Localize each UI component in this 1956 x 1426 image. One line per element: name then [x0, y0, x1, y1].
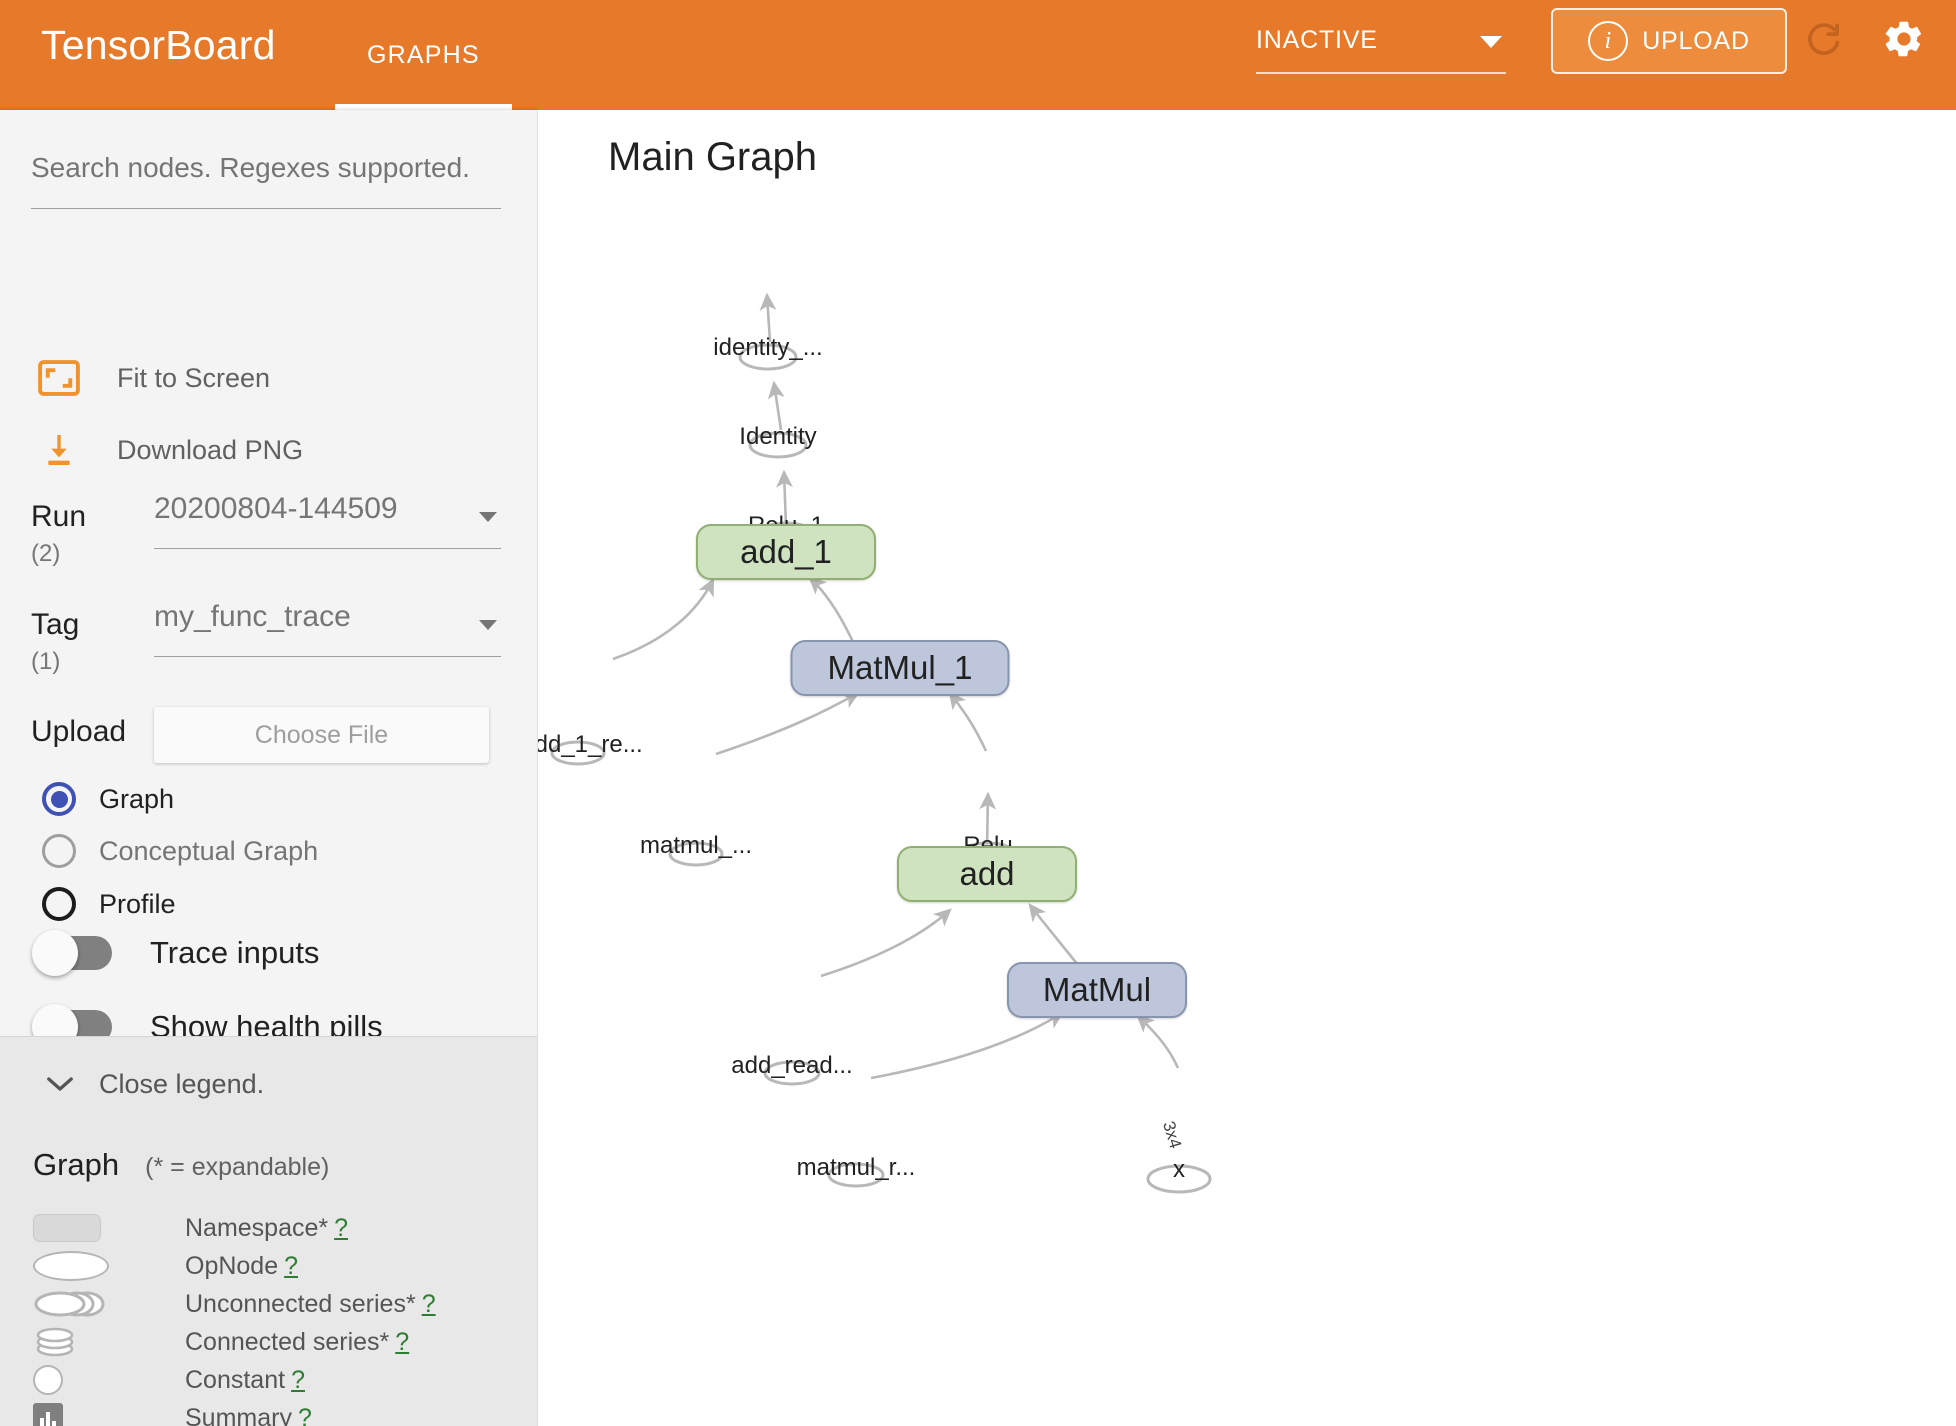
node-label-add-read: add_read...: [731, 1052, 853, 1079]
legend-heading: Graph (* = expandable): [33, 1147, 329, 1183]
search-input[interactable]: [31, 152, 501, 184]
run-value: 20200804-144509: [154, 492, 398, 525]
legend-item-connected-series: Connected series*?: [33, 1323, 513, 1361]
radio-unselected-icon: [42, 834, 76, 868]
node-add[interactable]: add: [897, 846, 1077, 902]
help-link-constant[interactable]: ?: [291, 1365, 305, 1394]
node-label-identity-out: identity_...: [713, 334, 823, 361]
fit-to-screen-icon: [31, 350, 87, 406]
upload-button-label: UPLOAD: [1642, 26, 1750, 55]
nav-tabs: GRAPHS: [335, 0, 512, 110]
download-png-label: Download PNG: [117, 434, 304, 465]
sidebar: Fit to Screen Download PNG Run (2) 20200…: [0, 110, 538, 1426]
tag-dropdown[interactable]: my_func_trace: [154, 600, 501, 657]
legend-item-namespace: Namespace*?: [33, 1209, 513, 1247]
node-label-matmul-r: matmul_r...: [796, 1154, 916, 1181]
legend-item-unconnected-series: Unconnected series*?: [33, 1285, 513, 1323]
graph-edges: [550, 292, 1212, 1194]
chevron-down-icon: [479, 512, 497, 522]
node-label-identity: Identity: [739, 423, 817, 450]
radio-unselected-icon: [42, 887, 76, 921]
legend-label-opnode: OpNode: [185, 1251, 279, 1280]
run-state-value: INACTIVE: [1256, 26, 1378, 54]
app-brand: TensorBoard: [41, 22, 276, 68]
choose-file-label: Choose File: [254, 720, 389, 749]
legend-note: (* = expandable): [145, 1153, 330, 1181]
tag-count: (1): [31, 648, 61, 675]
upload-label: Upload: [31, 715, 127, 748]
run-dropdown[interactable]: 20200804-144509: [154, 492, 501, 549]
node-matmul[interactable]: MatMul: [1007, 962, 1187, 1018]
run-state-dropdown[interactable]: INACTIVE: [1256, 20, 1506, 74]
close-legend-label: Close legend.: [99, 1068, 265, 1099]
download-png-button[interactable]: Download PNG: [31, 422, 303, 478]
refresh-icon[interactable]: [1801, 16, 1847, 62]
chevron-down-icon: [43, 1067, 77, 1101]
radio-conceptual-graph-label: Conceptual Graph: [99, 835, 319, 866]
sidebar-controls: Fit to Screen Download PNG Run (2) 20200…: [0, 110, 537, 1135]
header-right-controls: INACTIVE i UPLOAD: [1026, 0, 1956, 110]
gear-icon[interactable]: [1881, 16, 1927, 62]
legend-title: Graph: [33, 1147, 120, 1182]
run-count: (2): [31, 540, 61, 567]
close-legend-button[interactable]: Close legend.: [43, 1067, 264, 1101]
node-label-add-1-read: add_1_re...: [538, 731, 643, 758]
upload-button[interactable]: i UPLOAD: [1551, 8, 1787, 74]
summary-symbol-icon: [33, 1401, 129, 1426]
tag-label: Tag: [31, 608, 80, 641]
fit-to-screen-label: Fit to Screen: [117, 362, 271, 393]
tab-graphs[interactable]: GRAPHS: [335, 0, 512, 110]
help-link-namespace[interactable]: ?: [334, 1213, 349, 1242]
help-link-connected-series[interactable]: ?: [395, 1327, 410, 1356]
legend-item-opnode: OpNode?: [33, 1247, 513, 1285]
radio-selected-icon: [42, 782, 76, 816]
tag-value: my_func_trace: [154, 600, 351, 633]
namespace-symbol-icon: [33, 1211, 129, 1245]
search-input-wrapper: [31, 152, 501, 209]
node-matmul-1[interactable]: MatMul_1: [790, 640, 1010, 696]
radio-graph[interactable]: Graph: [42, 782, 174, 816]
legend-label-namespace: Namespace*: [185, 1213, 329, 1242]
radio-conceptual-graph[interactable]: Conceptual Graph: [42, 834, 318, 868]
legend-panel: Close legend. Graph (* = expandable) Nam…: [0, 1036, 537, 1426]
chevron-down-icon: [479, 620, 497, 630]
legend-label-unconnected-series: Unconnected series*: [185, 1289, 416, 1318]
legend-label-summary: Summary: [185, 1403, 292, 1426]
toggle-trace-inputs[interactable]: Trace inputs: [32, 930, 320, 976]
choose-file-button[interactable]: Choose File: [154, 707, 489, 763]
connected-series-symbol-icon: [33, 1325, 129, 1359]
constant-symbol-icon: [33, 1363, 129, 1397]
node-label-x: x: [1173, 1156, 1185, 1183]
app-header: TensorBoard GRAPHS INACTIVE i UPLOAD: [0, 0, 1956, 110]
radio-profile-label: Profile: [99, 888, 176, 919]
radio-graph-label: Graph: [99, 783, 175, 814]
legend-label-constant: Constant: [185, 1365, 286, 1394]
unconnected-series-symbol-icon: [33, 1287, 129, 1321]
help-link-summary[interactable]: ?: [297, 1403, 312, 1426]
node-label-matmul-read: matmul_...: [639, 832, 753, 859]
run-label: Run: [31, 500, 87, 533]
help-link-opnode[interactable]: ?: [284, 1251, 299, 1280]
graph-title: Main Graph: [608, 135, 817, 179]
upload-row: Upload Choose File: [31, 707, 501, 767]
graph-canvas[interactable]: Main Graph: [538, 110, 1956, 1426]
help-link-unconnected-series[interactable]: ?: [421, 1289, 436, 1318]
legend-item-summary: Summary?: [33, 1399, 513, 1426]
opnode-symbol-icon: [33, 1249, 129, 1283]
fit-to-screen-button[interactable]: Fit to Screen: [31, 350, 270, 406]
toggle-switch-icon: [32, 930, 112, 976]
chevron-down-icon: [1480, 36, 1502, 48]
legend-label-connected-series: Connected series*: [185, 1327, 390, 1356]
download-icon: [31, 422, 87, 478]
info-icon: i: [1588, 21, 1629, 61]
toggle-trace-inputs-label: Trace inputs: [150, 935, 320, 970]
node-add-1[interactable]: add_1: [696, 524, 876, 580]
radio-profile[interactable]: Profile: [42, 887, 176, 921]
legend-item-constant: Constant?: [33, 1361, 513, 1399]
legend-items: Namespace*? OpNode?: [33, 1209, 513, 1426]
